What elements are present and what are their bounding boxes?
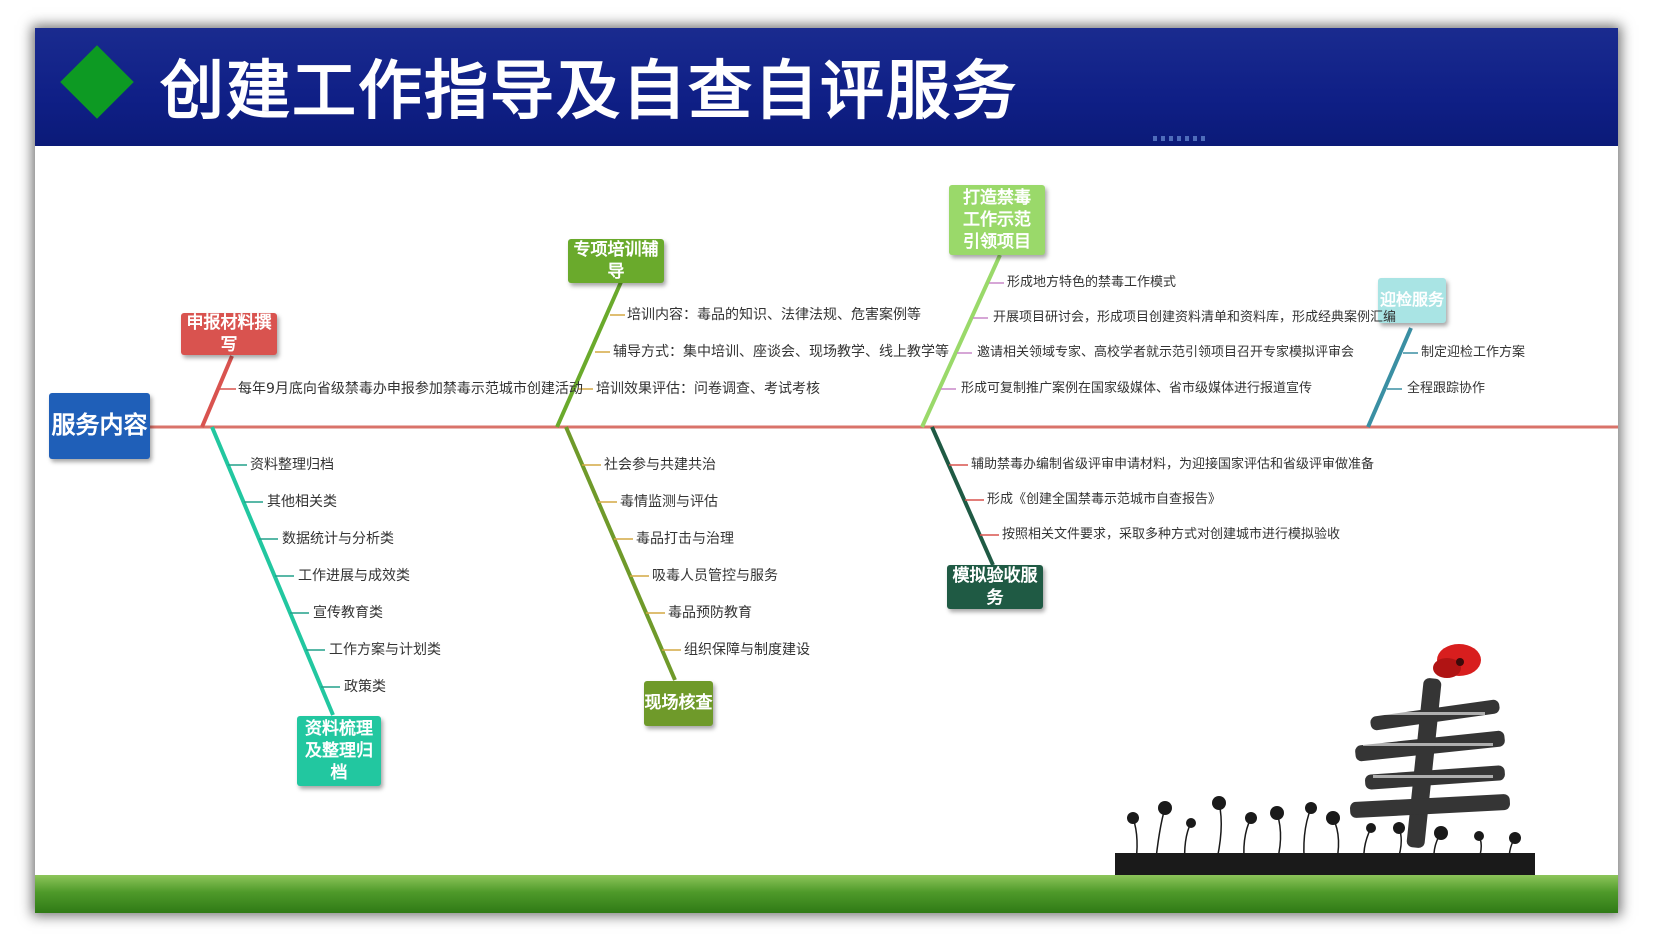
leaf-zlsl-6: 工作方案与计划类: [329, 642, 441, 658]
leaf-dzjd-1: 形成地方特色的禁毒工作模式: [1007, 275, 1177, 290]
leaf-xchc-5: 毒品预防教育: [668, 605, 752, 621]
branch-zxpx-box: 专项培训辅导: [568, 239, 664, 283]
grass-footer: [35, 875, 1618, 913]
slide: 创建工作指导及自查自评服务: [35, 28, 1618, 913]
leaf-xchc-3: 毒品打击与治理: [636, 531, 734, 547]
leaf-xchc-2: 毒情监测与评估: [620, 494, 718, 510]
branch-sbcl-box: 申报材料撰写: [181, 313, 277, 355]
branch-yjfw-box: 迎检服务: [1378, 278, 1446, 323]
page-title: 创建工作指导及自查自评服务: [160, 55, 1018, 129]
header-bar: 创建工作指导及自查自评服务: [35, 28, 1618, 146]
leaf-zlsl-7: 政策类: [344, 679, 386, 695]
leaf-xchc-1: 社会参与共建共治: [604, 457, 716, 473]
branch-zlsl-box: 资料梳理及整理归档: [297, 716, 381, 786]
dots-decoration: [1153, 136, 1208, 141]
leaf-dzjd-4: 形成可复制推广案例在国家级媒体、省市级媒体进行报道宣传: [961, 381, 1313, 396]
leaf-xchc-4: 吸毒人员管控与服务: [652, 568, 778, 584]
leaf-zlsl-1: 资料整理归档: [250, 457, 334, 473]
bone-zlsl: [210, 426, 335, 716]
fishbone-diagram: [150, 254, 1618, 716]
leaf-sbcl-1: 每年9月底向省级禁毒办申报参加禁毒示范城市创建活动: [238, 381, 583, 397]
poppy-calligraphy-graphic: [1115, 644, 1535, 878]
leaf-dzjd-3: 邀请相关领域专家、高校学者就示范引领项目召开专家模拟评审会: [977, 345, 1355, 360]
leaf-mnys-1: 辅助禁毒办编制省级评审申请材料，为迎接国家评估和省级评审做准备: [971, 457, 1375, 472]
leaf-mnys-2: 形成《创建全国禁毒示范城市自查报告》: [987, 492, 1222, 507]
leaf-xchc-6: 组织保障与制度建设: [684, 642, 810, 658]
bone-yjfw: [1366, 327, 1413, 428]
leaf-mnys-3: 按照相关文件要求，采取多种方式对创建城市进行模拟验收: [1002, 527, 1341, 542]
bone-dzjd: [920, 254, 1002, 428]
leaf-yjfw-1: 制定迎检工作方案: [1421, 345, 1526, 360]
bone-xchc: [564, 426, 677, 681]
leaf-zxpx-2: 辅导方式：集中培训、座谈会、现场教学、线上教学等: [613, 344, 949, 360]
leaf-zlsl-3: 数据统计与分析类: [282, 531, 394, 547]
leaf-dzjd-2: 开展项目研讨会，形成项目创建资料清单和资料库，形成经典案例汇编: [993, 310, 1397, 325]
center-node: 服务内容: [49, 393, 150, 459]
branch-xchc-box: 现场核查: [644, 681, 713, 726]
leaf-zlsl-5: 宣传教育类: [313, 605, 383, 621]
branch-dzjd-box: 打造禁毒工作示范引领项目: [949, 185, 1045, 255]
bone-mnys: [930, 426, 995, 566]
leaf-zlsl-4: 工作进展与成效类: [298, 568, 410, 584]
leaf-zxpx-1: 培训内容：毒品的知识、法律法规、危害案例等: [627, 307, 921, 323]
leaf-yjfw-2: 全程跟踪协作: [1407, 381, 1486, 396]
leaf-zlsl-2: 其他相关类: [267, 494, 337, 510]
branch-mnys-box: 模拟验收服务: [947, 565, 1043, 609]
leaf-zxpx-3: 培训效果评估：问卷调查、考试考核: [596, 381, 820, 397]
bone-sbcl: [200, 355, 234, 428]
bone-zxpx: [555, 281, 623, 428]
